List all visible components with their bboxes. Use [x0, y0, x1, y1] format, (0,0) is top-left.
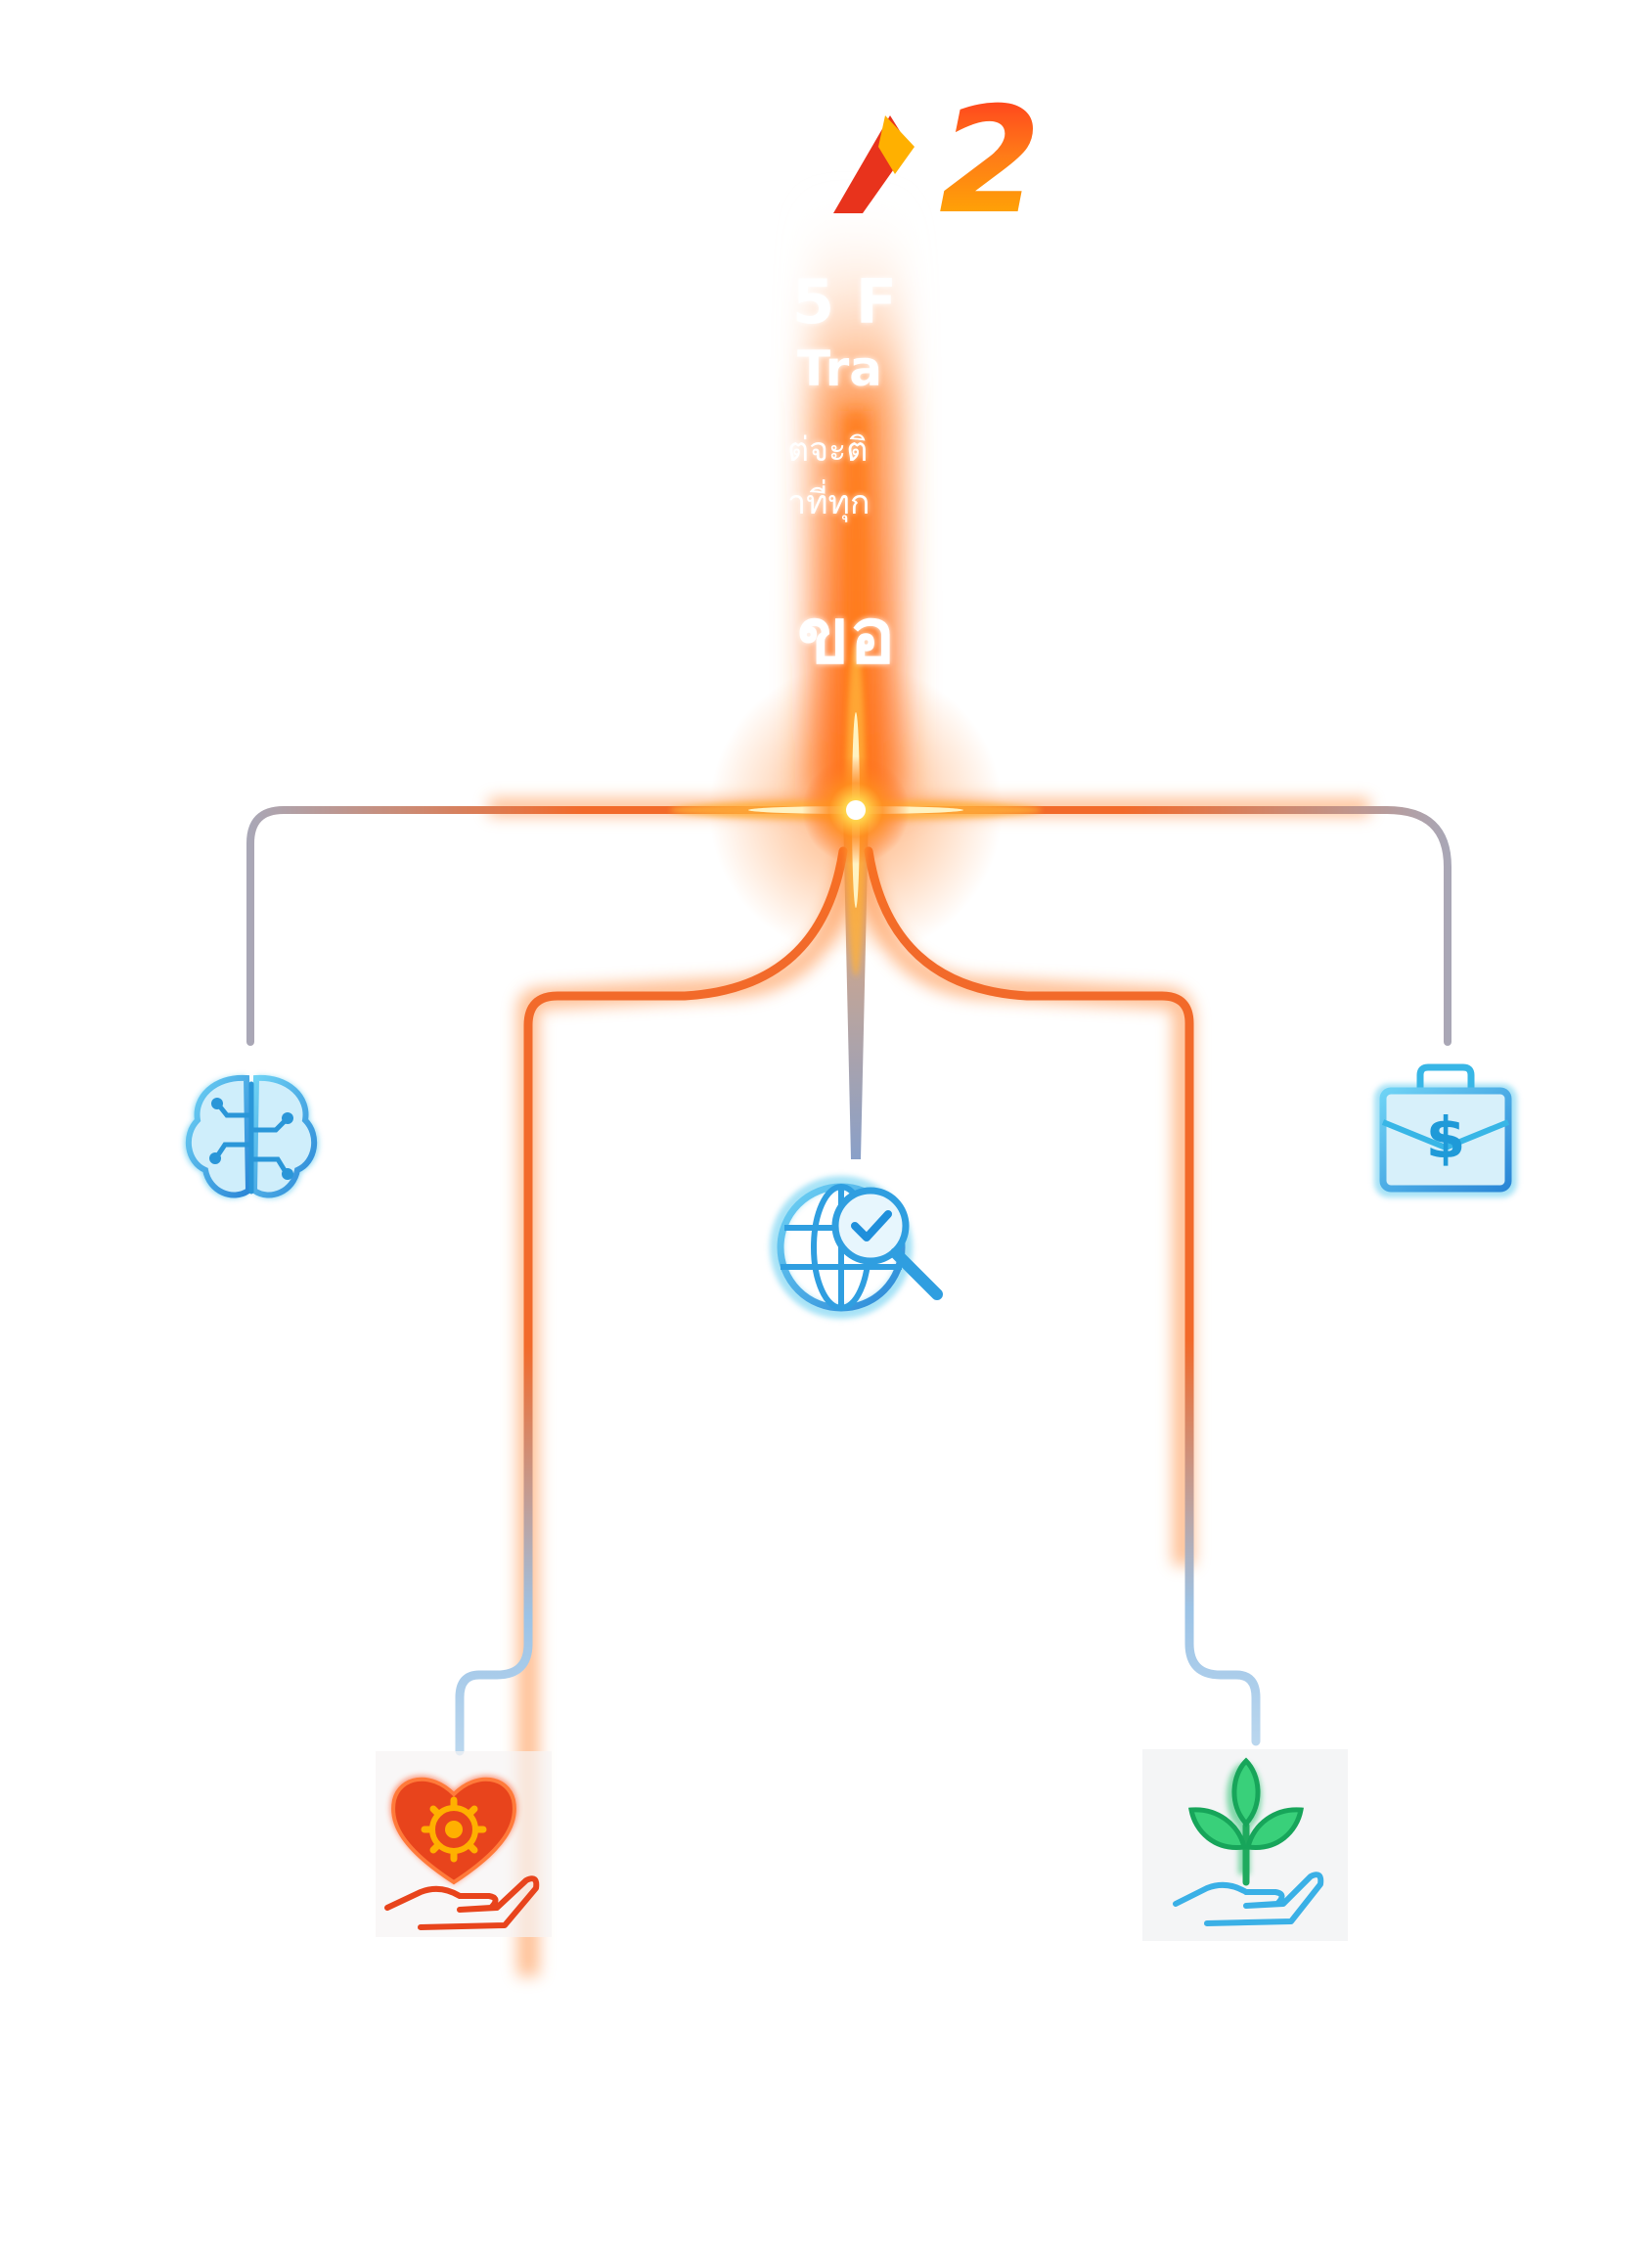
logo-number: 2 [939, 76, 1042, 247]
starburst-flare [670, 644, 1042, 976]
thai-line-1: ต่จะติ [787, 430, 869, 470]
thai-big-text: ขอ [797, 593, 896, 681]
logo-slash-mark [833, 115, 915, 213]
thai-line-2: าที่ทุก [787, 483, 871, 522]
plant-hand-icon [1142, 1749, 1348, 1941]
connector-left-long [455, 846, 848, 1756]
svg-text:$: $ [1426, 1105, 1465, 1171]
title-fragment: 5 F [792, 266, 898, 338]
brain-circuit-icon [184, 1074, 319, 1199]
connector-right-top [852, 806, 1451, 1046]
subtitle-fragment: Tra [797, 340, 883, 397]
globe-search-check-icon [770, 1176, 943, 1319]
connector-right-long [864, 846, 1261, 1746]
briefcase-dollar-icon: $ [1374, 1063, 1517, 1197]
heart-gear-hand-icon [376, 1751, 552, 1937]
